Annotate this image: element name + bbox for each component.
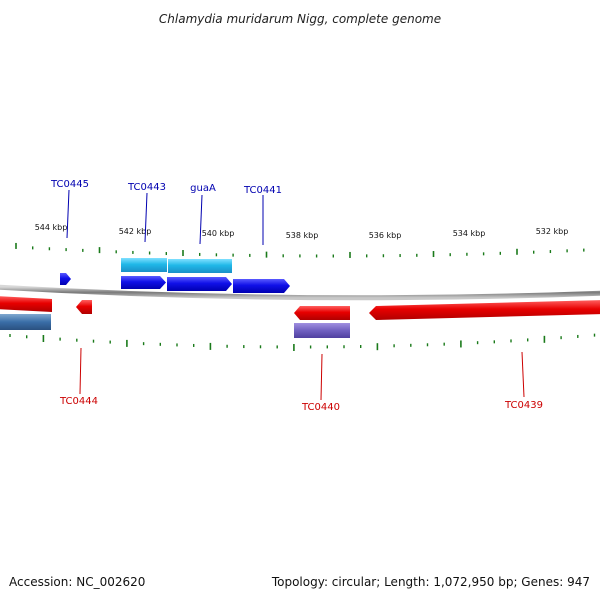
scale-label-536: 536 kbp — [369, 231, 402, 240]
gene-guaa-arrow[interactable] — [167, 277, 232, 291]
gene-tc0444-arrow[interactable] — [76, 300, 92, 314]
top-gene-labels: TC0445 TC0443 guaA TC0441 — [50, 179, 282, 245]
gene-label-tc0445[interactable]: TC0445 — [50, 179, 89, 190]
gene-label-tc0439[interactable]: TC0439 — [504, 400, 543, 411]
scale-label-544: 544 kbp — [35, 223, 68, 232]
scale-label-540: 540 kbp — [202, 229, 235, 238]
forward-strand-features — [60, 258, 290, 293]
leader-line-tc0444 — [79, 347, 82, 395]
feature-tc0443-cyan-bar[interactable] — [121, 258, 167, 272]
gene-label-tc0440[interactable]: TC0440 — [301, 402, 340, 413]
gene-label-tc0441[interactable]: TC0441 — [243, 185, 282, 196]
gene-tc0441-arrow[interactable] — [233, 279, 290, 293]
genome-backbone — [0, 284, 600, 301]
gene-tc0445-arrow[interactable] — [60, 273, 71, 285]
leader-line-tc0443 — [144, 192, 148, 243]
leader-line-tc0439 — [521, 351, 525, 398]
gene-label-tc0444[interactable]: TC0444 — [59, 396, 98, 407]
scale-label-534: 534 kbp — [453, 229, 486, 238]
scale-label-532: 532 kbp — [536, 227, 569, 236]
gene-left-reverse-arrow[interactable] — [0, 296, 52, 312]
feature-guaa-cyan-bar[interactable] — [168, 259, 232, 273]
scale-labels: 544 kbp 542 kbp 540 kbp 538 kbp 536 kbp … — [35, 223, 569, 240]
map-title: Chlamydia muridarum Nigg, complete genom… — [159, 12, 441, 26]
accession-text: Accession: NC_002620 — [9, 575, 145, 589]
feature-tc0440-purple-bar[interactable] — [294, 323, 350, 338]
gene-tc0440-arrow[interactable] — [294, 306, 350, 320]
reverse-strand-features — [0, 296, 600, 338]
scale-label-542: 542 kbp — [119, 227, 152, 236]
gene-tc0443-arrow[interactable] — [121, 276, 166, 289]
topology-text: Topology: circular; Length: 1,072,950 bp… — [271, 575, 590, 589]
gene-label-tc0443[interactable]: TC0443 — [127, 182, 166, 193]
gene-label-guaa[interactable]: guaA — [190, 183, 216, 194]
bottom-gene-labels: TC0444 TC0440 TC0439 — [59, 347, 543, 413]
scale-label-538: 538 kbp — [286, 231, 319, 240]
leader-line-tc0445 — [66, 189, 70, 239]
scale-ticks-top — [15, 242, 585, 258]
gene-tc0439-arrow[interactable] — [369, 300, 600, 320]
leader-line-guaa — [199, 194, 203, 245]
feature-left-steel-bar[interactable] — [0, 314, 51, 330]
scale-ticks-bottom — [9, 333, 596, 351]
leader-line-tc0440 — [320, 353, 323, 401]
